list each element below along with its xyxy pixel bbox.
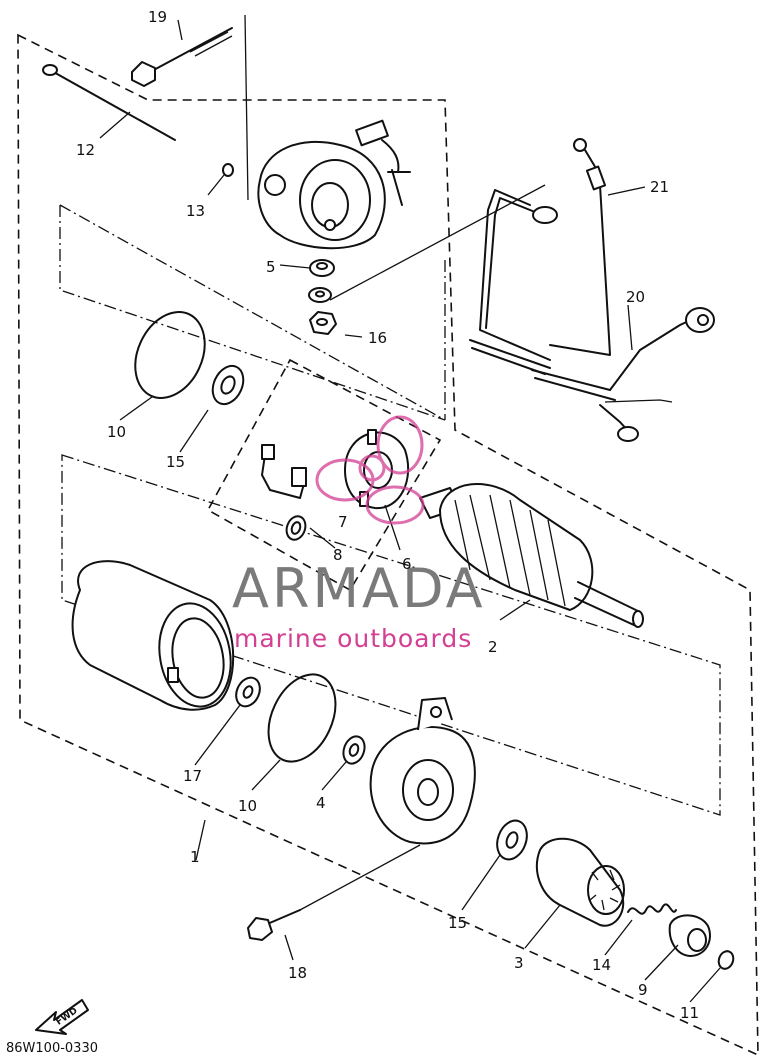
- yoke-body-icon: [71, 560, 235, 711]
- label-part-9: 9: [638, 981, 648, 999]
- label-part-10-lower: 10: [238, 797, 257, 815]
- drawing-code: 86W100-0330: [6, 1041, 98, 1056]
- label-part-12: 12: [76, 141, 95, 159]
- pinion-3-icon: [535, 837, 625, 927]
- lead-wire-21-icon: [549, 138, 611, 356]
- washer-17-icon: [235, 676, 261, 708]
- label-part-16: 16: [368, 329, 387, 347]
- label-part-5: 5: [266, 258, 276, 276]
- label-part-3: 3: [514, 954, 524, 972]
- washer-icon: [308, 287, 332, 303]
- assembly-boundary: [17, 33, 759, 1057]
- spring-8-icon: [285, 515, 307, 541]
- label-part-18: 18: [288, 964, 307, 982]
- front-cover-icon: [369, 697, 476, 845]
- watermark-brand: ARMADA: [232, 557, 486, 620]
- armature-2-icon: [419, 483, 644, 628]
- label-part-20: 20: [626, 288, 645, 306]
- brush-7-icon: [261, 444, 307, 499]
- label-part-4: 4: [316, 794, 326, 812]
- lead-wire-20-icon: [469, 189, 715, 442]
- brush-subassembly-boundary: [206, 358, 442, 592]
- brush-plate-6-icon: [344, 429, 410, 510]
- leader-lines: [99, 19, 721, 1003]
- label-part-10-upper: 10: [107, 423, 126, 441]
- o-ring-10-upper-icon: [134, 311, 206, 399]
- washer-15-upper-icon: [211, 364, 245, 406]
- label-part-15-lower: 15: [448, 914, 467, 932]
- label-part-1: 1: [190, 848, 200, 866]
- label-part-14: 14: [592, 956, 611, 974]
- label-part-13: 13: [186, 202, 205, 220]
- stopper-9-icon: [668, 914, 711, 957]
- spring-14-icon: [627, 903, 677, 915]
- alignment-frame-lower: [61, 454, 721, 816]
- forward-arrow-icon: FWD: [35, 999, 89, 1035]
- o-ring-13-icon: [222, 163, 234, 177]
- rear-cover-icon: [257, 140, 386, 250]
- label-part-15-upper: 15: [166, 453, 185, 471]
- label-part-7: 7: [338, 513, 348, 531]
- bolt-19-icon: [131, 27, 233, 87]
- nut-5-icon: [309, 259, 335, 277]
- label-part-6: 6: [402, 555, 412, 573]
- nut-16-icon: [309, 311, 337, 335]
- label-part-2: 2: [488, 638, 498, 656]
- alignment-frame-upper: [59, 204, 446, 421]
- o-ring-10-lower-icon: [267, 673, 337, 763]
- watermark-tagline: marine outboards: [234, 624, 472, 653]
- bolt-18-icon: [247, 844, 421, 941]
- circlip-11-icon: [717, 950, 735, 970]
- label-part-21: 21: [650, 178, 669, 196]
- label-part-19: 19: [148, 8, 167, 26]
- label-part-8: 8: [333, 546, 343, 564]
- armada-logo-icon: [315, 415, 425, 525]
- through-bolt-12-icon: [42, 64, 176, 141]
- label-part-17: 17: [183, 767, 202, 785]
- terminal-connector-icon: [355, 119, 411, 206]
- label-part-11: 11: [680, 1004, 699, 1022]
- washer-15-lower-icon: [496, 819, 528, 861]
- bearing-4-icon: [342, 735, 366, 765]
